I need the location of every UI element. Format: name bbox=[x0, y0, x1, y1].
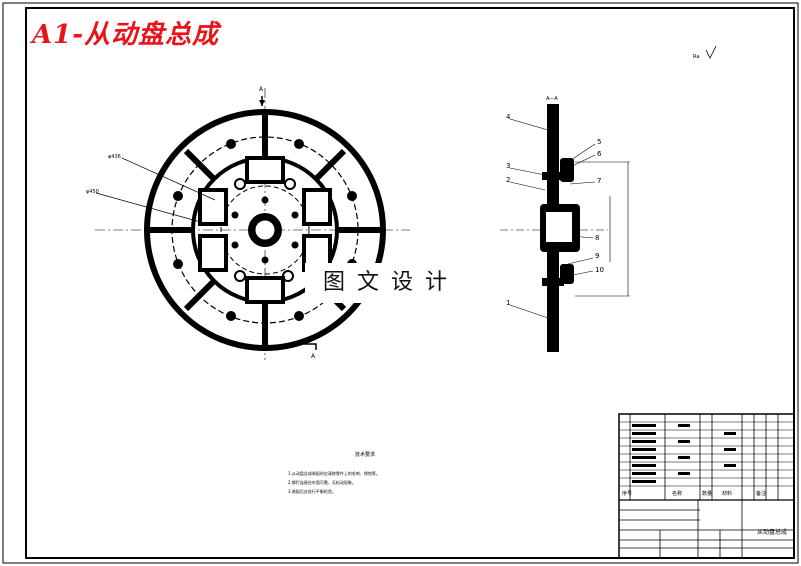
svg-text:材料: 材料 bbox=[722, 490, 732, 497]
svg-text:A: A bbox=[311, 353, 316, 360]
svg-text:数量: 数量 bbox=[702, 490, 712, 497]
section-arrow-top: A bbox=[259, 86, 265, 106]
svg-text:2: 2 bbox=[506, 176, 510, 184]
svg-text:8: 8 bbox=[595, 234, 599, 242]
spline-bore bbox=[254, 219, 276, 241]
section-dimension bbox=[575, 161, 630, 297]
leader-outer bbox=[121, 157, 216, 201]
plate-upper bbox=[542, 172, 564, 180]
svg-text:Ra: Ra bbox=[693, 54, 699, 60]
svg-text:10: 10 bbox=[595, 266, 604, 274]
part-leaders bbox=[509, 118, 596, 319]
svg-text:技术要求: 技术要求 bbox=[355, 451, 375, 458]
svg-text:7: 7 bbox=[597, 177, 601, 185]
section-title: A—A bbox=[546, 96, 558, 102]
svg-text:2.铆钉连接应牢固可靠，无松动现象。: 2.铆钉连接应牢固可靠，无松动现象。 bbox=[288, 479, 356, 485]
dim-inner-label: φ450 bbox=[86, 189, 99, 195]
svg-text:9: 9 bbox=[595, 252, 599, 260]
spring-windows bbox=[198, 156, 332, 304]
inner-frame bbox=[25, 7, 795, 559]
spring-lower bbox=[560, 264, 574, 284]
plate-lower bbox=[542, 278, 564, 286]
technical-notes: 技术要求 1.从动盘总成装配时应清除零件上的毛刺、锈蚀等。 2.铆钉连接应牢固可… bbox=[288, 451, 380, 494]
inner-rivets bbox=[231, 196, 299, 264]
inner-pitch-circle bbox=[220, 185, 310, 275]
bom-header: 序号 名称 数量 材料 备注 bbox=[622, 490, 766, 497]
hub-holes bbox=[234, 178, 296, 282]
drawing-title: A1-从动盘总成 bbox=[32, 20, 220, 50]
svg-text:4: 4 bbox=[506, 113, 511, 121]
dim-outer-label: φ436 bbox=[108, 154, 121, 160]
section-arrow-bottom: A bbox=[304, 343, 317, 360]
svg-text:1.从动盘总成装配时应清除零件上的毛刺、锈蚀等。: 1.从动盘总成装配时应清除零件上的毛刺、锈蚀等。 bbox=[288, 470, 380, 476]
svg-text:3: 3 bbox=[506, 162, 510, 170]
svg-text:6: 6 bbox=[597, 150, 602, 158]
drawing-name: 从动盘总成 bbox=[757, 528, 787, 536]
svg-text:1: 1 bbox=[506, 299, 510, 307]
svg-text:5: 5 bbox=[597, 138, 601, 146]
watermark-text: 图文设计 bbox=[305, 263, 491, 303]
section-view: A—A 4 3 bbox=[500, 96, 630, 352]
bom-row-fills bbox=[632, 424, 736, 483]
svg-text:序号: 序号 bbox=[622, 490, 632, 497]
roughness-symbol: Ra bbox=[693, 45, 717, 60]
title-block bbox=[618, 413, 795, 559]
hub-window bbox=[546, 212, 572, 242]
svg-text:A: A bbox=[259, 86, 264, 93]
front-view: φ436 φ450 A A bbox=[86, 86, 410, 360]
svg-text:3.装配后应进行平衡检验。: 3.装配后应进行平衡检验。 bbox=[288, 488, 336, 494]
part-number-labels: 4 3 2 1 5 6 7 8 9 10 bbox=[506, 113, 604, 307]
spring-upper bbox=[560, 158, 574, 182]
svg-text:名称: 名称 bbox=[672, 490, 682, 497]
leader-inner bbox=[95, 192, 216, 227]
svg-text:备注: 备注 bbox=[756, 490, 766, 497]
